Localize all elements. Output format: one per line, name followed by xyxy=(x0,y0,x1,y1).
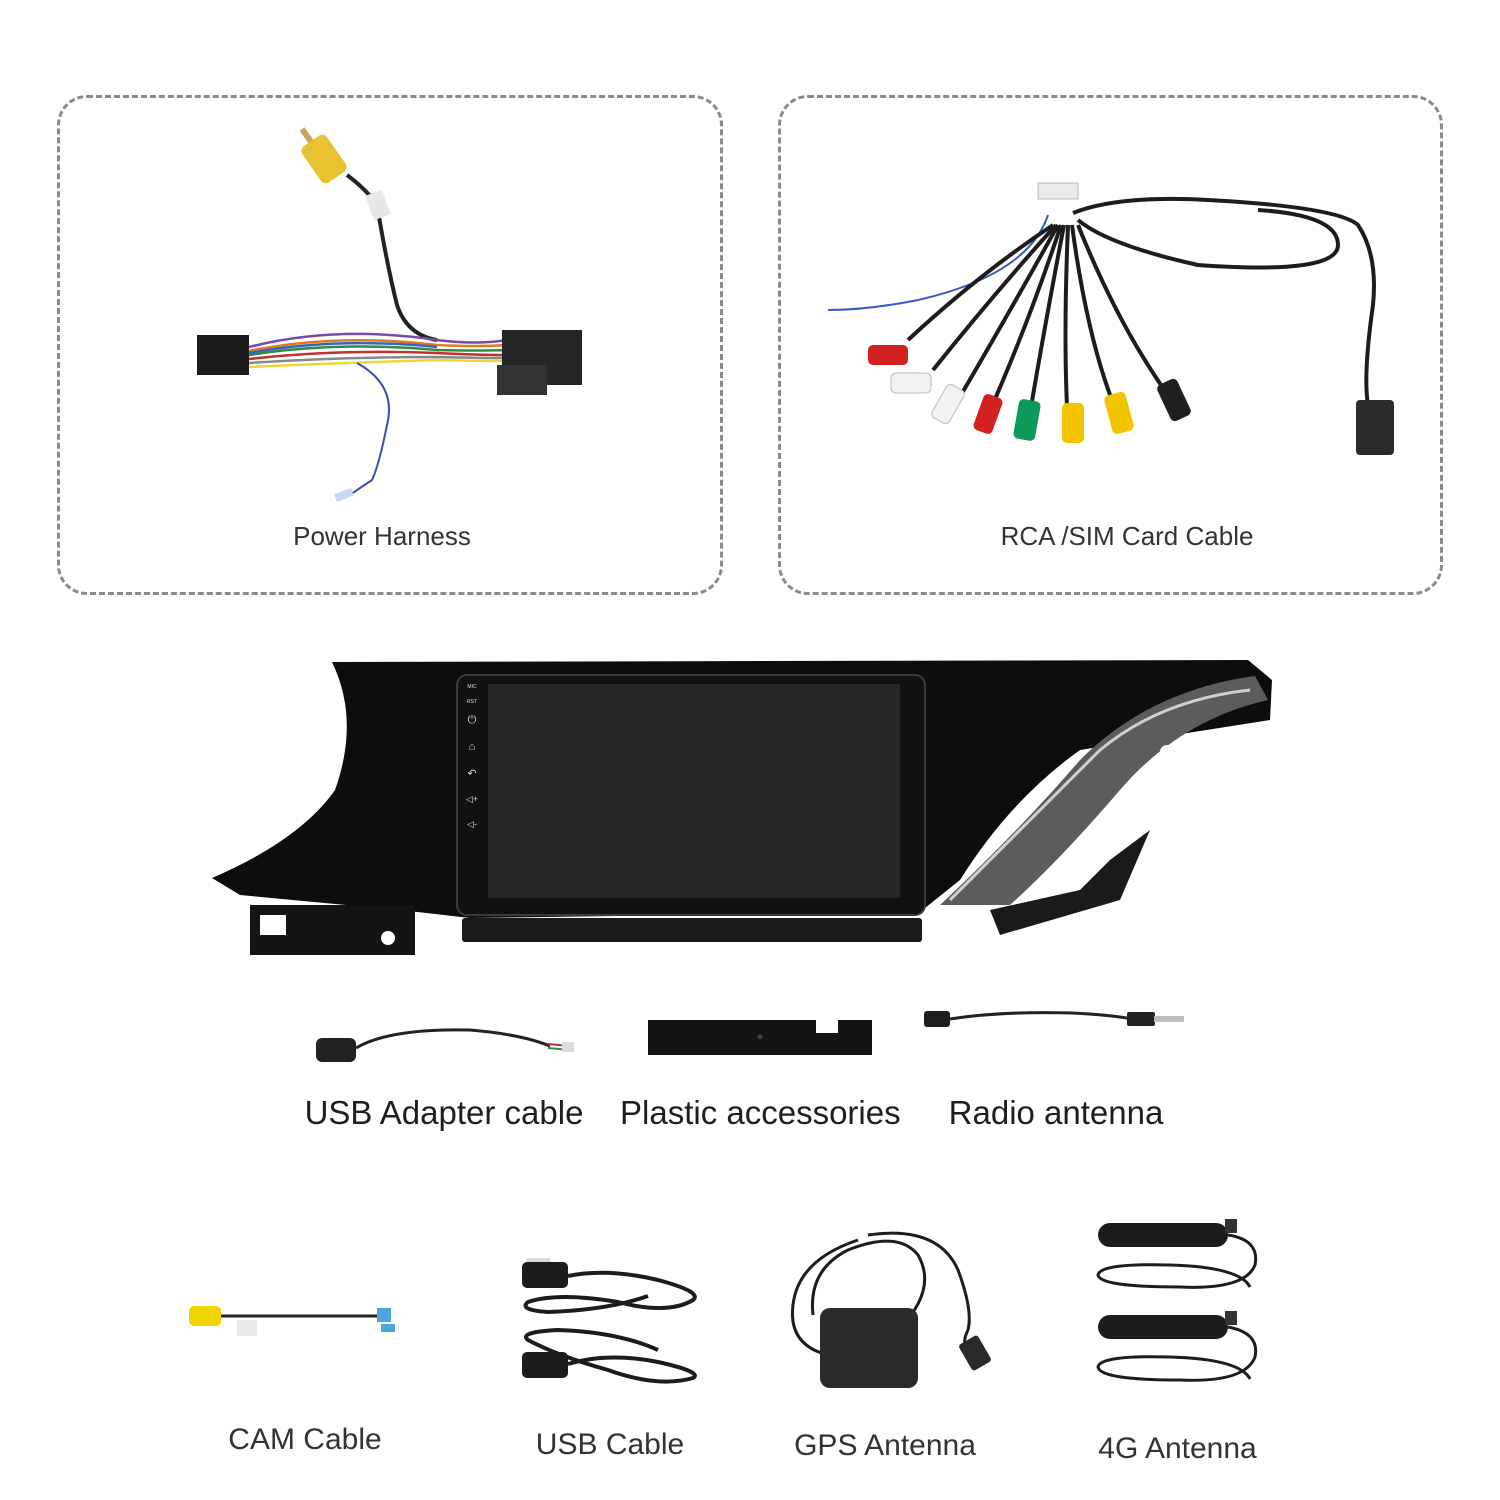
usb-cable-image xyxy=(522,1258,697,1384)
volume-down-icon[interactable]: ◁- xyxy=(467,819,477,829)
usb-adapter-cable-label: USB Adapter cable xyxy=(304,1094,584,1131)
usb-cable-label: USB Cable xyxy=(535,1428,685,1461)
plastic-accessories-image xyxy=(648,1015,872,1055)
stereo-side-buttons: MIC RST ⏻ ⌂ ↶ ◁+ ◁- xyxy=(459,684,485,830)
mic-label: MIC xyxy=(467,684,477,690)
volume-up-icon[interactable]: ◁+ xyxy=(465,794,479,804)
power-harness-image xyxy=(197,127,582,502)
power-harness-panel xyxy=(57,95,723,595)
power-icon[interactable]: ⏻ xyxy=(467,714,477,726)
gps-antenna-label: GPS Antenna xyxy=(794,1429,976,1462)
plastic-accessories-label: Plastic accessories xyxy=(620,1094,901,1131)
back-icon[interactable]: ↶ xyxy=(467,768,477,780)
radio-antenna-label: Radio antenna xyxy=(948,1094,1164,1131)
power-harness-label: Power Harness xyxy=(293,521,471,551)
gps-antenna-image xyxy=(790,1231,991,1388)
4g-antenna-label: 4G Antenna xyxy=(1098,1432,1257,1465)
cam-cable-image xyxy=(189,1306,395,1336)
rca-sim-cable-image xyxy=(827,182,1394,455)
rca-sim-cable-panel xyxy=(778,95,1443,595)
cam-cable-label: CAM Cable xyxy=(228,1423,382,1456)
radio-antenna-image xyxy=(924,1011,1184,1027)
usb-adapter-cable-image xyxy=(316,1028,574,1062)
home-icon[interactable]: ⌂ xyxy=(468,741,476,753)
4g-antenna-image xyxy=(1096,1219,1258,1382)
rst-button[interactable]: RST xyxy=(467,699,477,705)
rca-sim-cable-label: RCA /SIM Card Cable xyxy=(1000,521,1254,551)
